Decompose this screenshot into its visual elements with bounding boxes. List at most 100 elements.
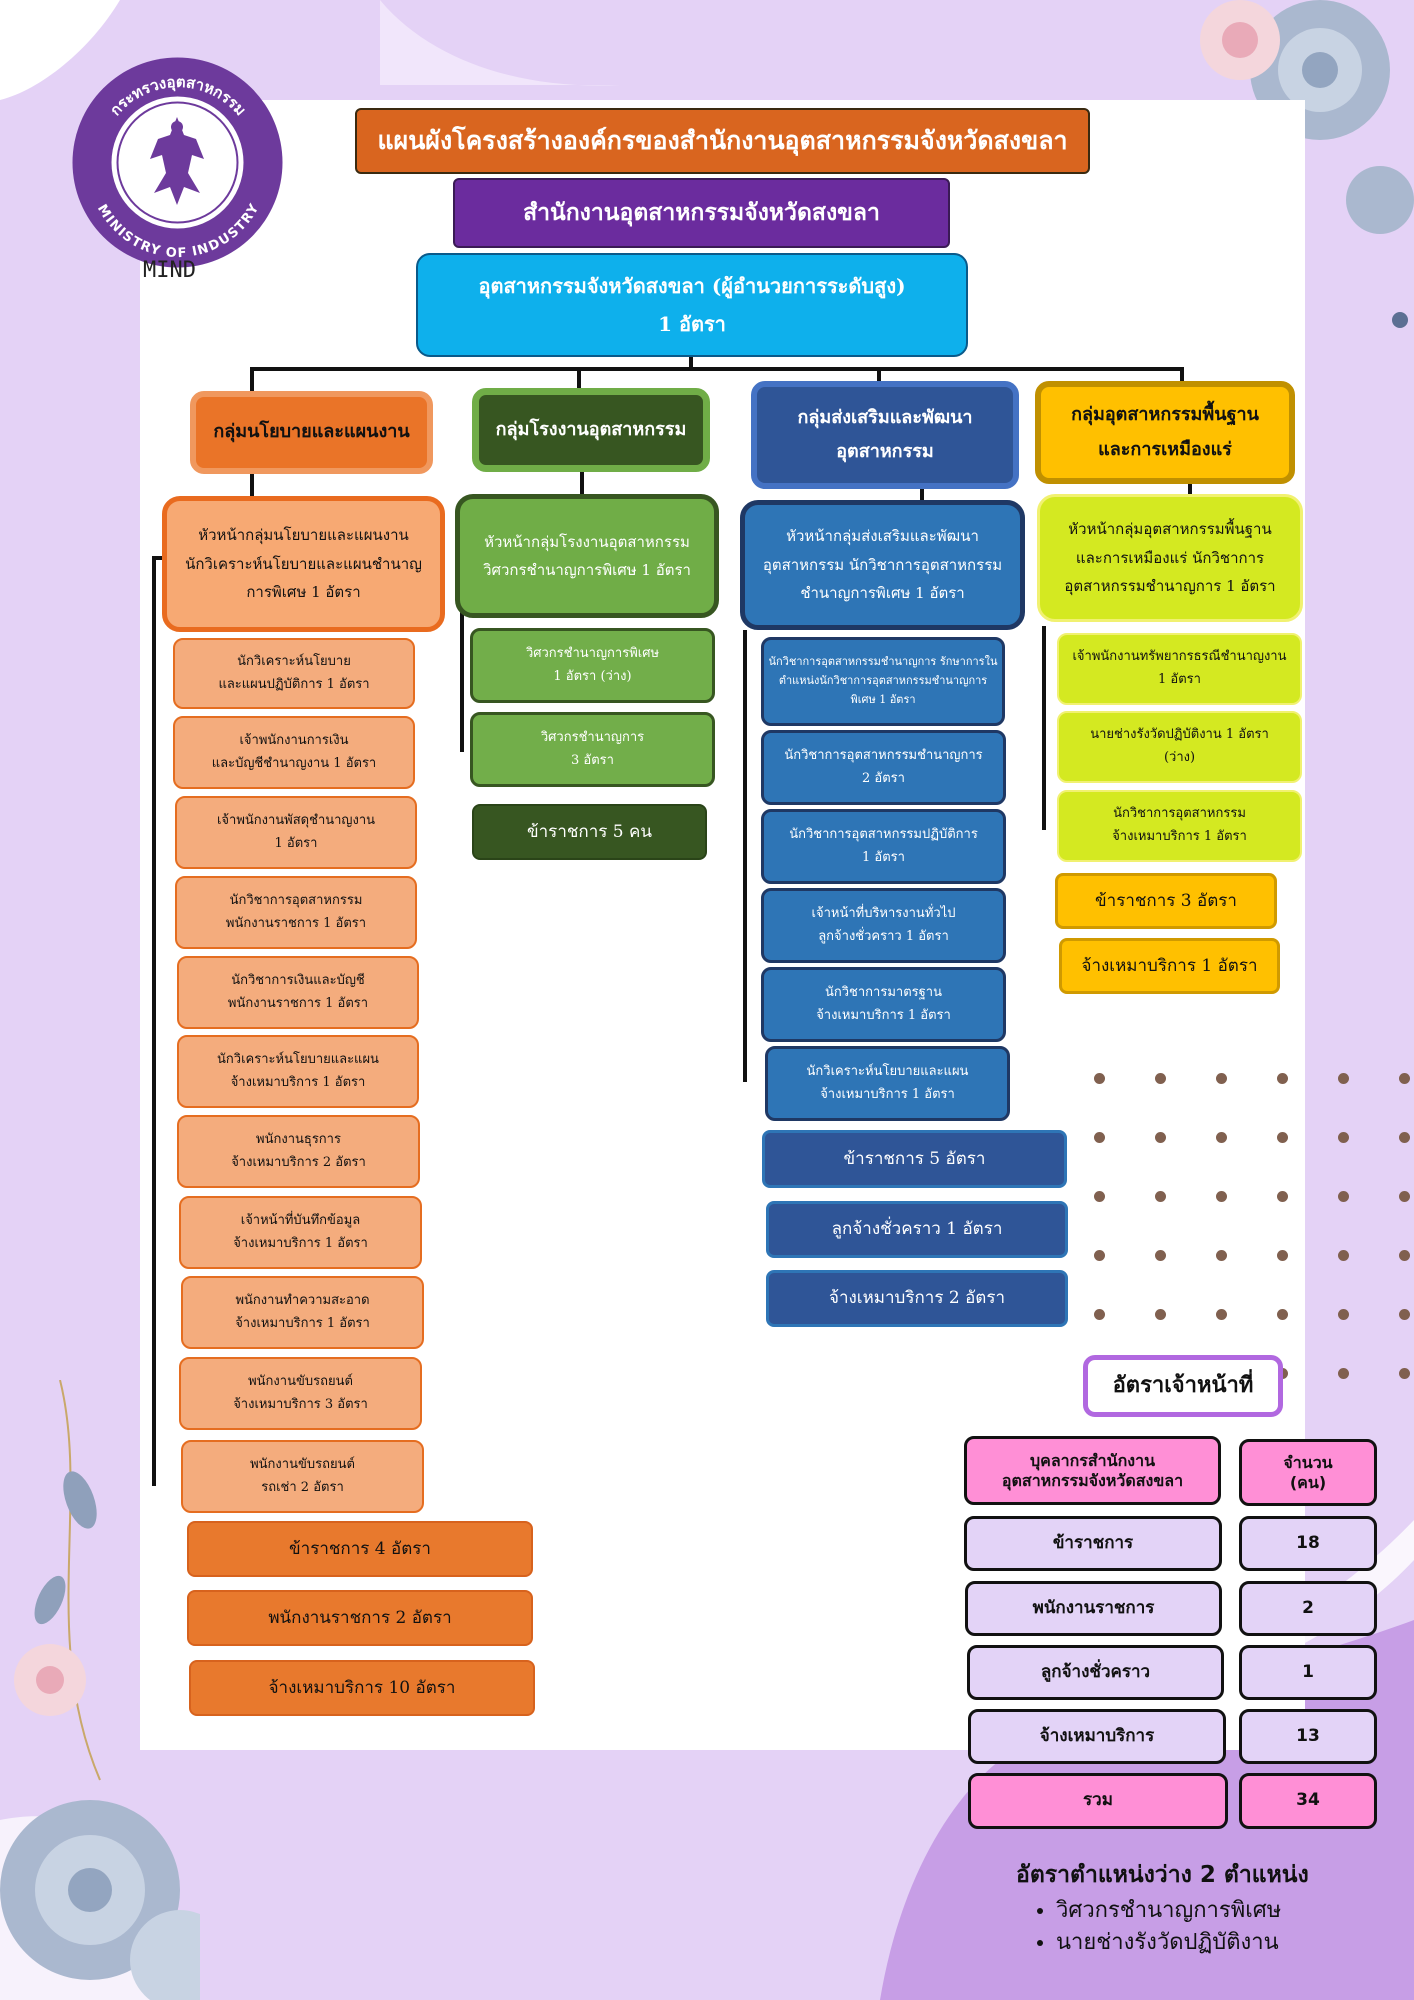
decorative-dot [1155, 1309, 1166, 1320]
factory-staff-box: วิศวกรชำนาญการ 3 อัตรา [470, 712, 715, 787]
policy-staff-line: จ้างเหมาบริการ 1 อัตรา [233, 1235, 368, 1251]
decorative-dot [1399, 1191, 1410, 1202]
promotion-staff-line: ลูกจ้างชั่วคราว 1 อัตรา [818, 928, 949, 944]
connector [920, 489, 924, 500]
rate-row-count: 1 [1239, 1645, 1377, 1700]
promotion-staff-box: นักวิชาการอุตสาหกรรมชำนาญการ รักษาการใน … [761, 637, 1005, 726]
promotion-staff-line: จ้างเหมาบริการ 1 อัตรา [820, 1086, 955, 1102]
factory-lead-line: หัวหน้ากลุ่มโรงงานอุตสาหกรรม [484, 532, 690, 551]
decorative-dot [1094, 1132, 1105, 1143]
promotion-staff-box: นักวิเคราะห์นโยบายและแผน จ้างเหมาบริการ … [765, 1046, 1010, 1121]
chief-box: อุตสาหกรรมจังหวัดสงขลา (ผู้อำนวยการระดับ… [416, 253, 968, 357]
connector [877, 367, 881, 381]
basic-staff-box: เจ้าพนักงานทรัพยากรธรณีชำนาญงาน 1 อัตรา [1057, 633, 1302, 705]
factory-staff-line: วิศวกรชำนาญการ [540, 729, 645, 745]
policy-staff-line: พนักงานราชการ 1 อัตรา [225, 915, 367, 931]
promotion-staff-box: นักวิชาการอุตสาหกรรมชำนาญการ 2 อัตรา [761, 730, 1006, 805]
decorative-dot [1277, 1073, 1288, 1084]
basic-total-box: จ้างเหมาบริการ 1 อัตรา [1059, 938, 1280, 994]
decorative-dot [1338, 1368, 1349, 1379]
promotion-staff-line: นักวิชาการอุตสาหกรรมชำนาญการ รักษาการใน [768, 655, 998, 669]
policy-staff-line: นักวิชาการอุตสาหกรรม [229, 892, 363, 908]
factory-staff-line: วิศวกรชำนาญการพิเศษ [525, 645, 660, 661]
policy-total-box: จ้างเหมาบริการ 10 อัตรา [189, 1660, 535, 1716]
decorative-dot [1216, 1191, 1227, 1202]
policy-staff-box: พนักงานขับรถยนต์ รถเช่า 2 อัตรา [181, 1440, 424, 1513]
connector [689, 357, 693, 369]
decorative-dot [1277, 1250, 1288, 1261]
promotion-staff-line: 1 อัตรา [862, 849, 905, 865]
policy-staff-line: พนักงานธุรการ [256, 1131, 341, 1147]
policy-total-box: ข้าราชการ 4 อัตรา [187, 1521, 533, 1577]
policy-staff-line: และแผนปฏิบัติการ 1 อัตรา [218, 676, 370, 692]
policy-staff-box: เจ้าหน้าที่บันทึกข้อมูล จ้างเหมาบริการ 1… [179, 1196, 422, 1269]
basic-staff-box: นายช่างรังวัดปฏิบัติงาน 1 อัตรา (ว่าง) [1057, 711, 1302, 783]
rate-table-title: อัตราเจ้าหน้าที่ [1083, 1355, 1283, 1417]
policy-staff-line: เจ้าหน้าที่บันทึกข้อมูล [240, 1212, 361, 1228]
policy-staff-box: นักวิชาการอุตสาหกรรม พนักงานราชการ 1 อัต… [175, 876, 417, 949]
policy-staff-box: นักวิเคราะห์นโยบาย และแผนปฏิบัติการ 1 อั… [173, 638, 415, 709]
policy-lead-line: การพิเศษ 1 อัตรา [246, 583, 361, 602]
promotion-staff-line: เจ้าหน้าที่บริหารงานทั่วไป [811, 905, 956, 921]
decorative-dot [1338, 1191, 1349, 1202]
promotion-header-line: อุตสาหกรรม [836, 441, 934, 462]
decorative-dot [1338, 1250, 1349, 1261]
basic-staff-line: นายช่างรังวัดปฏิบัติงาน 1 อัตรา [1090, 727, 1269, 743]
rate-header-count-line: จำนวน [1283, 1452, 1333, 1472]
connector [1042, 626, 1046, 830]
policy-staff-line: พนักงานราชการ 1 อัตรา [227, 995, 369, 1011]
policy-staff-box: พนักงานธุรการ จ้างเหมาบริการ 2 อัตรา [177, 1115, 420, 1188]
rate-table-header-label: บุคลากรสำนักงาน อุตสาหกรรมจังหวัดสงขลา [964, 1436, 1221, 1505]
ministry-seal-logo: กระทรวงอุตสาหกรรม MINISTRY OF INDUSTRY [72, 57, 283, 268]
decorative-dot [1399, 1368, 1410, 1379]
basic-staff-box: นักวิชาการอุตสาหกรรม จ้างเหมาบริการ 1 อั… [1057, 790, 1302, 862]
promotion-staff-box: นักวิชาการอุตสาหกรรมปฏิบัติการ 1 อัตรา [761, 809, 1006, 884]
decorative-dot [1277, 1132, 1288, 1143]
basic-group-lead: หัวหน้ากลุ่มอุตสาหกรรมพื้นฐาน และการเหมื… [1037, 494, 1303, 622]
connector [580, 472, 584, 494]
promotion-staff-box: เจ้าหน้าที่บริหารงานทั่วไป ลูกจ้างชั่วคร… [761, 888, 1006, 963]
basic-total-box: ข้าราชการ 3 อัตรา [1055, 873, 1277, 929]
decorative-dot [1155, 1250, 1166, 1261]
basic-staff-line: นักวิชาการอุตสาหกรรม [1113, 806, 1246, 822]
promotion-total-box: ข้าราชการ 5 อัตรา [762, 1130, 1067, 1188]
promotion-lead-line: หัวหน้ากลุ่มส่งเสริมและพัฒนา [786, 527, 979, 546]
promotion-lead-line: ชำนาญการพิเศษ 1 อัตรา [800, 584, 965, 603]
vacancy-note: อัตราตำแหน่งว่าง 2 ตำแหน่ง วิศวกรชำนาญกา… [1016, 1857, 1309, 1959]
rate-row-count: 2 [1239, 1581, 1377, 1636]
vacancy-list: วิศวกรชำนาญการพิเศษ นายช่างรังวัดปฏิบัติ… [1016, 1895, 1309, 1959]
rate-row-count: 13 [1239, 1709, 1377, 1764]
policy-lead-line: นักวิเคราะห์นโยบายและแผนชำนาญ [185, 554, 422, 573]
promotion-staff-line: จ้างเหมาบริการ 1 อัตรา [816, 1007, 951, 1023]
connector [1188, 484, 1192, 496]
connector [250, 367, 1184, 371]
policy-staff-line: รถเช่า 2 อัตรา [261, 1479, 344, 1495]
promotion-lead-line: อุตสาหกรรม นักวิชาการอุตสาหกรรม [762, 555, 1003, 574]
policy-staff-line: และบัญชีชำนาญงาน 1 อัตรา [211, 755, 377, 771]
connector [743, 630, 747, 1082]
promotion-staff-line: นักวิชาการอุตสาหกรรมชำนาญการ [784, 747, 983, 763]
basic-header-line: กลุ่มอุตสาหกรรมพื้นฐาน [1071, 404, 1259, 426]
decorative-dot [1338, 1073, 1349, 1084]
decorative-dot [1399, 1309, 1410, 1320]
factory-group-header: กลุ่มโรงงานอุตสาหกรรม [472, 388, 710, 472]
rate-total-label: รวม [968, 1773, 1228, 1829]
policy-staff-line: จ้างเหมาบริการ 1 อัตรา [230, 1074, 366, 1090]
promotion-staff-line: พิเศษ 1 อัตรา [850, 692, 916, 706]
chief-line2: 1 อัตรา [658, 312, 726, 336]
basic-group-header: กลุ่มอุตสาหกรรมพื้นฐาน และการเหมืองแร่ [1035, 381, 1295, 484]
decorative-dot [1155, 1073, 1166, 1084]
rate-header-label-line: อุตสาหกรรมจังหวัดสงขลา [1001, 1470, 1184, 1490]
policy-staff-line: เจ้าพนักงานการเงิน [239, 732, 349, 748]
policy-staff-line: เจ้าพนักงานพัสดุชำนาญงาน [216, 812, 376, 828]
flower-decoration-bottom-left [0, 1380, 200, 2000]
connector [152, 556, 168, 560]
policy-staff-line: พนักงานขับรถยนต์ [248, 1373, 353, 1389]
promotion-staff-line: ตำแหน่งนักวิชาการอุตสาหกรรมชำนาญการ [778, 674, 988, 688]
policy-staff-line: นักวิชาการเงินและบัญชี [231, 972, 365, 988]
policy-staff-line: จ้างเหมาบริการ 1 อัตรา [235, 1315, 370, 1331]
policy-staff-line: นักวิเคราะห์นโยบายและแผน [217, 1051, 379, 1067]
basic-lead-line: อุตสาหกรรมชำนาญการ 1 อัตรา [1064, 577, 1276, 596]
promotion-header-line: กลุ่มส่งเสริมและพัฒนา [797, 406, 973, 428]
basic-staff-line: จ้างเหมาบริการ 1 อัตรา [1112, 829, 1247, 844]
